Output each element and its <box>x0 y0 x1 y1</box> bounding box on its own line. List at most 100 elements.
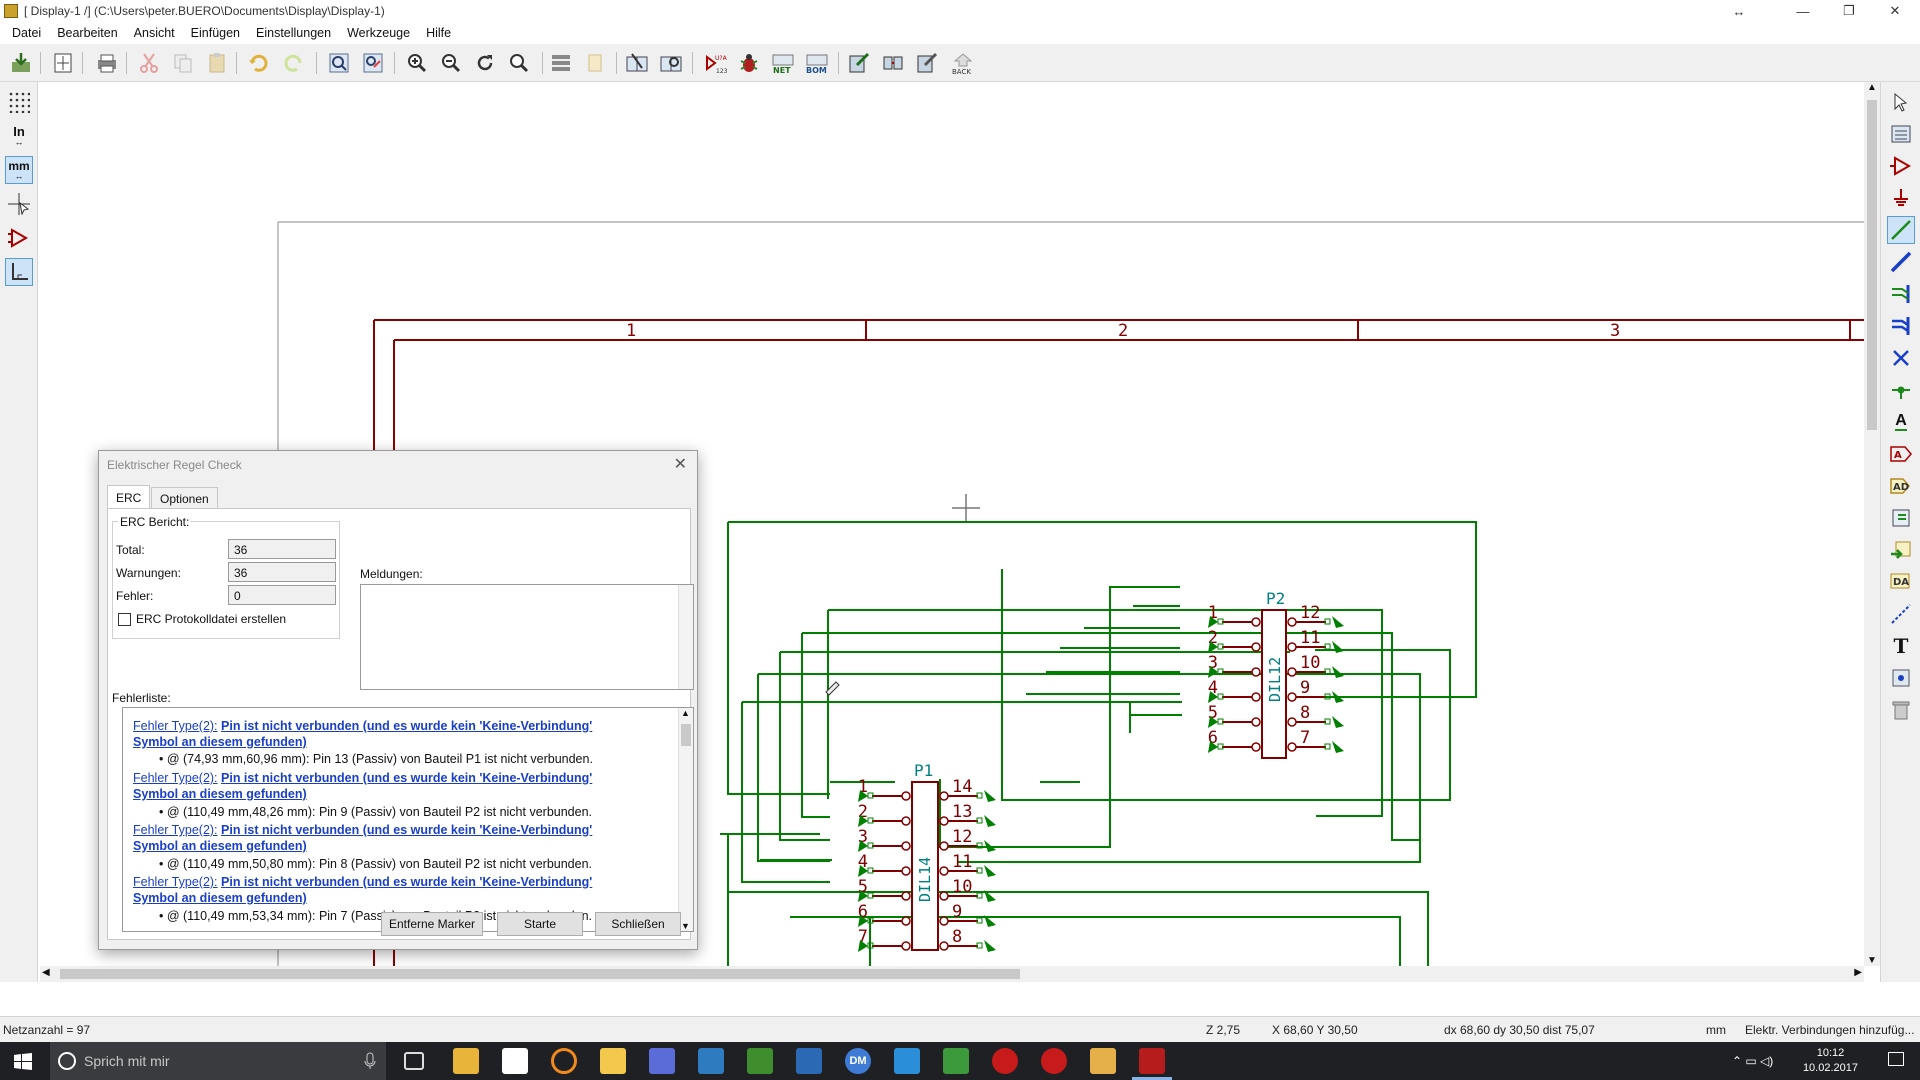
dialog-close-icon[interactable]: ✕ <box>673 456 687 473</box>
schematic-drawing[interactable]: 1 2 3 <box>40 82 1864 966</box>
tab-erc[interactable]: ERC <box>107 485 151 509</box>
undo-icon[interactable] <box>246 50 272 76</box>
print-icon[interactable] <box>94 50 120 76</box>
app-m-icon[interactable] <box>698 1048 724 1074</box>
zoom-in-icon[interactable] <box>404 50 430 76</box>
error-entry-3-title-2[interactable]: Symbol an diesem gefunden) <box>133 839 307 853</box>
menu-einstellungen[interactable]: Einstellungen <box>256 26 332 40</box>
archive-icon[interactable] <box>1090 1048 1116 1074</box>
error-entry-4-title-2[interactable]: Symbol an diesem gefunden) <box>133 891 307 905</box>
store-icon[interactable] <box>502 1048 528 1074</box>
leave-sheet-icon[interactable] <box>582 50 608 76</box>
file-explorer-icon[interactable] <box>453 1048 479 1074</box>
windows-start-icon[interactable] <box>14 1053 32 1073</box>
zoom-out-icon[interactable] <box>438 50 464 76</box>
text-icon[interactable]: T <box>1887 632 1915 660</box>
menu-einfuegen[interactable]: Einfügen <box>190 26 241 40</box>
task-view-icon[interactable] <box>404 1052 424 1070</box>
start-button[interactable]: Starte <box>497 912 583 936</box>
library-editor-icon[interactable] <box>624 50 650 76</box>
folder-icon[interactable] <box>600 1048 626 1074</box>
opera-icon[interactable] <box>992 1048 1018 1074</box>
error-entry-2-title[interactable]: Fehler Type(2): Pin ist nicht verbunden … <box>133 771 593 785</box>
no-connect-icon[interactable] <box>1887 344 1915 372</box>
global-label-icon[interactable]: A <box>1887 440 1915 468</box>
kicad-eeschema-icon[interactable] <box>1139 1048 1165 1074</box>
app-blue-icon[interactable] <box>796 1048 822 1074</box>
copy-icon[interactable] <box>170 50 196 76</box>
hierarchy-icon[interactable] <box>548 50 574 76</box>
menu-bearbeiten[interactable]: Bearbeiten <box>57 26 118 40</box>
save-app-icon[interactable] <box>649 1048 675 1074</box>
error-entry-1-title-2[interactable]: Symbol an diesem gefunden) <box>133 735 307 749</box>
horizontal-scroll-thumb[interactable] <box>60 969 1020 979</box>
bom-icon[interactable]: BOM <box>804 50 830 76</box>
image-icon[interactable] <box>1887 664 1915 692</box>
errorlist-scroll-up-icon[interactable]: ▲ <box>681 708 690 718</box>
graphic-line-icon[interactable] <box>1887 600 1915 628</box>
dialog-close-button[interactable]: Schließen <box>595 912 681 936</box>
find-icon[interactable] <box>326 50 352 76</box>
error-entry-2-title-2[interactable]: Symbol an diesem gefunden) <box>133 787 307 801</box>
vertical-scroll-thumb[interactable] <box>1867 100 1877 430</box>
app-orange-icon[interactable] <box>551 1048 577 1074</box>
page-settings-icon[interactable] <box>50 50 76 76</box>
horizontal-scrollbar[interactable]: ◀ ▶ <box>40 966 1864 982</box>
cut-icon[interactable] <box>136 50 162 76</box>
vertical-scrollbar[interactable]: ▲ ▼ <box>1864 82 1880 966</box>
library-browser-icon[interactable] <box>658 50 684 76</box>
error-entry-4-title[interactable]: Fehler Type(2): Pin ist nicht verbunden … <box>133 875 593 889</box>
find-replace-icon[interactable] <box>360 50 386 76</box>
erc-icon[interactable] <box>736 50 762 76</box>
scroll-left-icon[interactable]: ◀ <box>42 967 50 978</box>
microphone-icon[interactable] <box>364 1052 376 1073</box>
error-entry-3-title[interactable]: Fehler Type(2): Pin ist nicht verbunden … <box>133 823 593 837</box>
opera-2-icon[interactable] <box>1041 1048 1067 1074</box>
taskbar-clock[interactable]: 10:12 10.02.2017 <box>1803 1046 1858 1076</box>
bus-to-bus-entry-icon[interactable] <box>1887 312 1915 340</box>
restore-button[interactable]: ❐ <box>1843 3 1855 18</box>
logfile-checkbox[interactable] <box>118 613 131 626</box>
pcb-icon[interactable] <box>914 50 940 76</box>
tab-optionen[interactable]: Optionen <box>151 487 218 509</box>
hierarchy-nav-icon[interactable] <box>1887 120 1915 148</box>
menu-werkzeuge[interactable]: Werkzeuge <box>347 26 411 40</box>
place-bus-icon[interactable] <box>1887 248 1915 276</box>
minimize-button[interactable]: — <box>1796 3 1810 19</box>
sheet-pin-icon[interactable]: DA <box>1887 568 1915 596</box>
hidden-pins-icon[interactable] <box>5 224 33 252</box>
error-entry-1-title[interactable]: Fehler Type(2): Pin ist nicht verbunden … <box>133 719 593 733</box>
dm-app-icon[interactable]: DM <box>845 1048 871 1074</box>
close-button[interactable]: ✕ <box>1889 3 1901 18</box>
grid-icon[interactable] <box>5 88 33 116</box>
wire-angle-icon[interactable] <box>5 258 33 286</box>
menu-ansicht[interactable]: Ansicht <box>133 26 175 40</box>
cursor-shape-icon[interactable] <box>5 190 33 218</box>
wire-to-bus-entry-icon[interactable] <box>1887 280 1915 308</box>
messages-scrollbar[interactable] <box>678 585 693 689</box>
error-list-scroll-thumb[interactable] <box>681 724 691 746</box>
menu-datei[interactable]: Datei <box>12 26 42 40</box>
taskbar-search[interactable]: Sprich mit mir <box>50 1042 386 1080</box>
messages-box[interactable] <box>360 584 694 690</box>
inch-units-icon[interactable]: In↔ <box>13 124 25 147</box>
delete-icon[interactable] <box>1887 696 1915 724</box>
paste-icon[interactable] <box>204 50 230 76</box>
remove-markers-button[interactable]: Entferne Marker <box>381 912 483 936</box>
notification-icon[interactable] <box>1888 1052 1904 1066</box>
select-arrow-icon[interactable] <box>1887 88 1915 116</box>
redraw-icon[interactable] <box>472 50 498 76</box>
scroll-down-icon[interactable]: ▼ <box>1867 955 1877 966</box>
net-label-icon[interactable]: A <box>1887 408 1915 436</box>
cvpcb-icon[interactable] <box>880 50 906 76</box>
scroll-up-icon[interactable]: ▲ <box>1867 82 1877 93</box>
junction-icon[interactable] <box>1887 376 1915 404</box>
app-sky-icon[interactable] <box>894 1048 920 1074</box>
tray-icons[interactable]: ⌃ ▭ ◁) <box>1732 1054 1774 1068</box>
place-component-icon[interactable] <box>1887 152 1915 180</box>
scroll-right-icon[interactable]: ▶ <box>1854 967 1862 978</box>
app-green-icon[interactable] <box>943 1048 969 1074</box>
errorlist-scroll-down-icon[interactable]: ▼ <box>681 921 690 931</box>
zoom-fit-icon[interactable] <box>506 50 532 76</box>
